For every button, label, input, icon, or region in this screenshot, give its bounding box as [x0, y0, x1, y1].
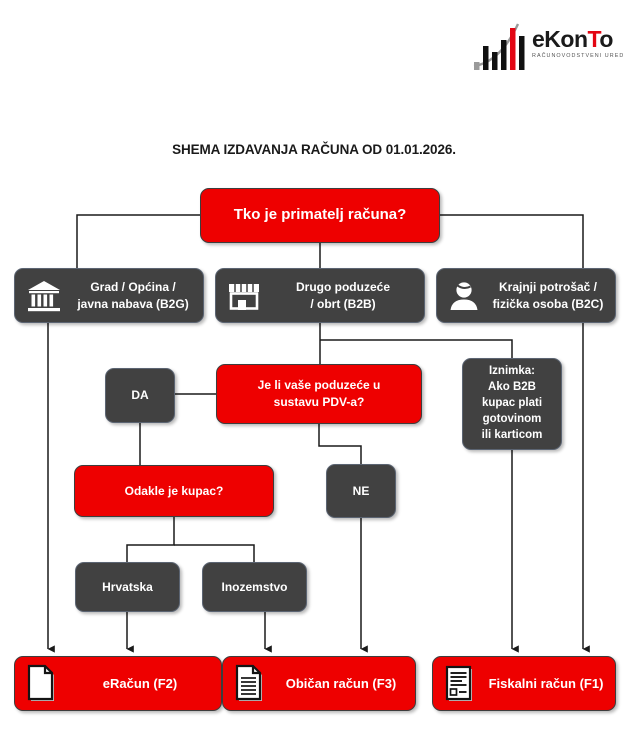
- node-pdv-line2: sustavu PDV-a?: [273, 395, 365, 409]
- node-root-question[interactable]: Tko je primatelj računa?: [200, 188, 440, 243]
- lined-document-icon: [233, 664, 267, 704]
- node-b2g-line1: Grad / Općina /: [90, 279, 176, 294]
- node-da-label: DA: [131, 388, 149, 403]
- node-b2g-line2: javna nabava (B2G): [77, 296, 189, 311]
- receipt-document-icon: [443, 664, 477, 704]
- node-answer-ne[interactable]: NE: [326, 464, 396, 518]
- brand-logo: eKonTo RAČUNOVODSTVENI URED: [468, 18, 625, 80]
- node-b2c[interactable]: Krajnji potrošač / fizička osoba (B2C): [436, 268, 616, 323]
- node-iznimka-note[interactable]: Iznimka: Ako B2B kupac plati gotovinom i…: [462, 358, 562, 450]
- node-iznimka-line3: kupac plati: [481, 397, 543, 410]
- brand-name-part1: eKon: [532, 26, 588, 52]
- node-b2c-line1: Krajnji potrošač /: [498, 279, 598, 294]
- blank-document-icon: [25, 664, 59, 704]
- node-iznimka-label: Iznimka: Ako B2B kupac plati gotovinom i…: [476, 364, 549, 443]
- page-title: SHEMA IZDAVANJA RAČUNA OD 01.01.2026.: [172, 142, 456, 157]
- node-b2c-label: Krajnji potrošač / fizička osoba (B2C): [481, 279, 615, 312]
- brand-wordmark: eKonTo RAČUNOVODSTVENI URED: [532, 26, 625, 70]
- node-answer-da[interactable]: DA: [105, 368, 175, 423]
- node-iznimka-line2: Ako B2B: [488, 381, 536, 394]
- node-inozemstvo[interactable]: Inozemstvo: [202, 562, 307, 612]
- node-ne-label: NE: [352, 483, 370, 498]
- node-result-fiskalni-racun[interactable]: Fiskalni račun (F1): [432, 656, 616, 711]
- brand-name-part2: o: [599, 26, 613, 52]
- node-hrvatska-label: Hrvatska: [102, 579, 153, 594]
- brand-name-accent: T: [587, 26, 600, 52]
- node-b2c-line2: fizička osoba (B2C): [492, 296, 604, 311]
- node-result-obican-racun[interactable]: Običan račun (F3): [222, 656, 416, 711]
- node-b2g-label: Grad / Općina / javna nabava (B2G): [63, 279, 203, 312]
- node-iznimka-line1: Iznimka:: [488, 365, 535, 378]
- node-b2g[interactable]: Grad / Općina / javna nabava (B2G): [14, 268, 204, 323]
- node-inozemstvo-label: Inozemstvo: [221, 579, 288, 594]
- node-odakle-label: Odakle je kupac?: [124, 483, 224, 498]
- person-icon: [447, 279, 481, 313]
- node-b2b-line2: / obrt (B2B): [310, 296, 376, 311]
- node-b2b[interactable]: Drugo poduzeće / obrt (B2B): [215, 268, 425, 323]
- storefront-icon: [226, 280, 262, 312]
- node-b2b-label: Drugo poduzeće / obrt (B2B): [262, 279, 424, 312]
- node-f3-label: Običan račun (F3): [285, 675, 397, 691]
- node-odakle-question[interactable]: Odakle je kupac?: [74, 465, 274, 517]
- brand-tagline: RAČUNOVODSTVENI URED: [532, 53, 625, 59]
- node-pdv-label: Je li vaše poduzeće u sustavu PDV-a?: [252, 377, 387, 410]
- node-pdv-question[interactable]: Je li vaše poduzeće u sustavu PDV-a?: [216, 364, 422, 424]
- node-pdv-line1: Je li vaše poduzeće u: [257, 378, 381, 393]
- node-iznimka-line5: ili karticom: [481, 428, 543, 441]
- node-root-label: Tko je primatelj računa?: [233, 206, 407, 224]
- node-f1-label: Fiskalni račun (F1): [488, 675, 604, 691]
- node-f2-label: eRačun (F2): [102, 675, 178, 691]
- node-hrvatska[interactable]: Hrvatska: [75, 562, 180, 612]
- node-b2b-line1: Drugo poduzeće: [295, 279, 390, 294]
- node-iznimka-line4: gotovinom: [482, 412, 542, 425]
- node-result-eracun[interactable]: eRačun (F2): [14, 656, 222, 711]
- bank-building-icon: [25, 279, 63, 313]
- bar-chart-growth-logo-icon: [468, 20, 530, 76]
